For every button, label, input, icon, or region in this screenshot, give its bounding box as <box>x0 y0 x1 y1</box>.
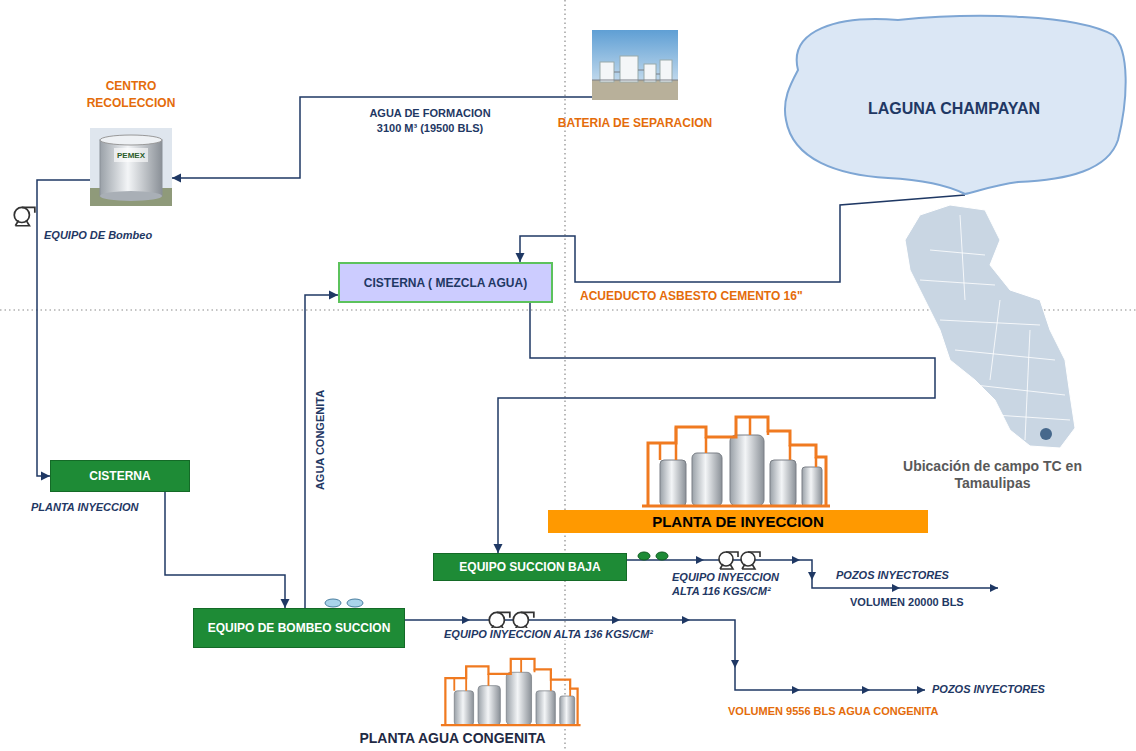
lagoon-shape: LAGUNA CHAMPAYAN <box>778 10 1130 195</box>
node-text: LAGUNA CHAMPAYAN <box>778 100 1130 118</box>
flow-label: ACUEDUCTO ASBESTO CEMENTO 16" <box>580 289 803 303</box>
collection-tank: CENTRO RECOLECCION <box>90 128 172 206</box>
destination-label: POZOS INYECTORES <box>932 683 1045 695</box>
valve-symbol <box>325 599 363 607</box>
map-caption: Ubicación de campo TC en Tamaulipas <box>900 458 1085 492</box>
plant-title: PLANTA AGUA CONGENITA <box>345 730 560 746</box>
node-text: EQUIPO SUCCION BAJA <box>459 560 600 574</box>
arrow-head <box>172 174 181 183</box>
node-text: CISTERNA ( MEZCLA AGUA) <box>364 276 527 290</box>
equipment-label: EQUIPO INYECCION ALTA 116 KGS/CM² <box>672 570 804 598</box>
arrow-head <box>516 253 525 262</box>
volume-label: VOLUMEN 9556 BLS AGUA CONGENITA <box>728 705 938 717</box>
mixing-cistern-box: CISTERNA ( MEZCLA AGUA) <box>338 262 553 303</box>
pump-symbol <box>14 207 35 225</box>
separation-battery: BATERIA DE SEPARACION <box>592 30 678 100</box>
equipment-label: EQUIPO INYECCION ALTA 136 KGS/CM² <box>442 628 655 640</box>
node-text: EQUIPO DE BOMBEO SUCCION <box>208 621 391 635</box>
flow-connector <box>520 195 965 282</box>
flow-label: AGUA DE FORMACION 3100 M³ (19500 BLS) <box>360 106 500 136</box>
flow-connector <box>37 180 90 476</box>
equipment-label: EQUIPO DE Bombeo <box>44 229 152 241</box>
flow-connector <box>498 303 935 553</box>
suction-pump-box: EQUIPO DE BOMBEO SUCCION <box>193 608 405 648</box>
injection-line <box>405 620 925 690</box>
pump-symbol <box>719 552 738 569</box>
destination-label: POZOS INYECTORES <box>836 569 949 581</box>
arrow-head <box>41 472 50 481</box>
node-text: PLANTA DE INYECCION <box>652 513 824 530</box>
injection-plant-band: PLANTA DE INYECCION <box>548 510 928 533</box>
valve-symbol <box>638 552 668 560</box>
flow-label: AGUA CONGENITA <box>314 390 326 490</box>
tank-logo: PEMEX <box>117 151 145 160</box>
plant-illustration <box>441 659 581 725</box>
low-suction-box: EQUIPO SUCCION BAJA <box>433 553 627 581</box>
node-text: BATERIA DE SEPARACION <box>550 116 720 130</box>
flow-connector <box>305 295 338 608</box>
pump-symbol <box>741 552 760 569</box>
flow-connector <box>172 97 592 178</box>
node-text: CISTERNA <box>89 469 150 483</box>
separation-battery-shape <box>592 30 678 100</box>
arrow-head <box>494 544 503 553</box>
collection-tank-shape <box>90 128 172 206</box>
plant-illustration <box>642 417 830 506</box>
state-map <box>905 205 1075 448</box>
cistern-box: CISTERNAPLANTA INYECCION <box>50 460 190 492</box>
arrow-head <box>281 599 290 608</box>
arrow-head <box>329 291 338 300</box>
flow-connector <box>165 492 285 608</box>
node-text: CENTRO RECOLECCION <box>76 78 186 112</box>
volume-label: VOLUMEN 20000 BLS <box>850 596 964 608</box>
node-caption: PLANTA INYECCION <box>31 501 139 513</box>
